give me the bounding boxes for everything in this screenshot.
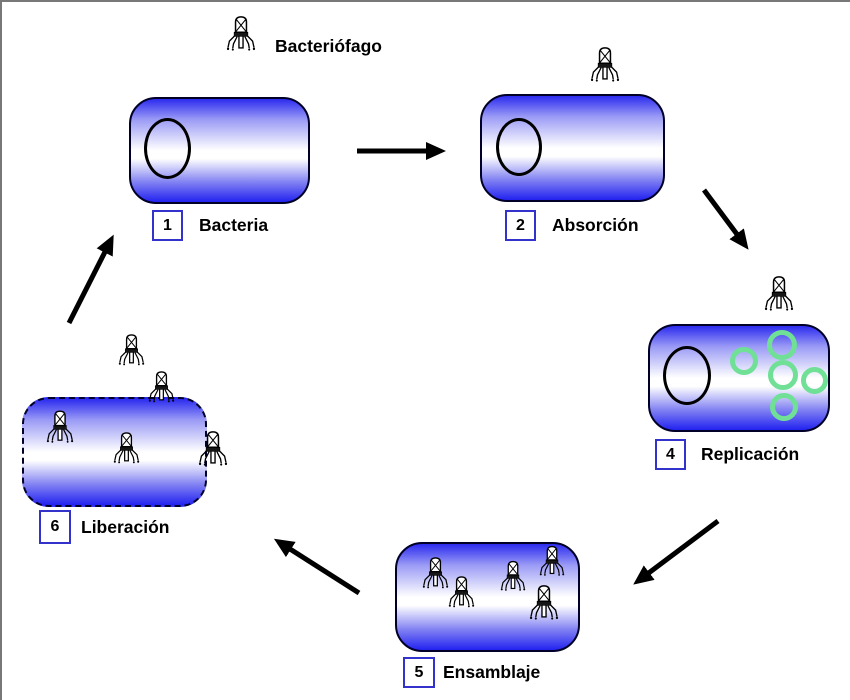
bacteriophage-icon (148, 364, 175, 416)
step-number: 1 (163, 216, 172, 234)
replicated-genome-ring (730, 347, 758, 375)
bacteriophage-icon (226, 10, 256, 64)
step-number-box: 4 (655, 439, 686, 470)
replicated-genome-ring (768, 360, 798, 390)
bacteriophage-icon (422, 551, 449, 601)
step-label: Replicación (701, 444, 800, 464)
arrow-step6-to-step1 (66, 234, 114, 325)
nucleoid-ellipse (663, 346, 711, 405)
step-number-box: 2 (505, 210, 536, 241)
cell-replicacion (648, 324, 830, 432)
step-number-box: 5 (403, 657, 435, 688)
cell-absorcion (480, 94, 665, 202)
nucleoid-ellipse (496, 118, 542, 176)
legend-label: Bacteriófago (275, 36, 382, 56)
arrow-step5-to-step6 (273, 538, 361, 596)
arrow-step2-to-step4 (701, 188, 749, 250)
step-number: 5 (414, 663, 424, 681)
cell-liberacion (22, 397, 207, 507)
bacteriophage-icon (46, 404, 74, 456)
bacteriophage-icon (500, 555, 526, 603)
step-number-box: 6 (39, 510, 71, 544)
bacteriophage-icon (198, 424, 228, 480)
bacteriophage-icon (118, 328, 145, 378)
nucleoid-ellipse (144, 118, 191, 179)
step-number-box: 1 (152, 210, 183, 241)
replicated-genome-ring (770, 393, 798, 421)
replicated-genome-ring (767, 330, 797, 360)
replicated-genome-ring (801, 367, 828, 394)
step-number: 6 (50, 518, 60, 535)
bacteriophage-icon (764, 269, 794, 325)
bacteriophage-icon (590, 40, 620, 96)
arrow-step4-to-step5 (633, 519, 720, 585)
bacteriophage-icon (529, 578, 559, 634)
step-number: 4 (666, 445, 675, 463)
bacteriophage-icon (448, 570, 475, 620)
step-label: Liberación (81, 517, 170, 537)
step-number: 2 (516, 216, 525, 234)
step-label: Ensamblaje (443, 662, 541, 682)
step-label: Bacteria (199, 215, 269, 235)
step-label: Absorción (552, 215, 639, 235)
cell-bacteria (129, 97, 310, 204)
bacteriophage-icon (113, 426, 140, 476)
